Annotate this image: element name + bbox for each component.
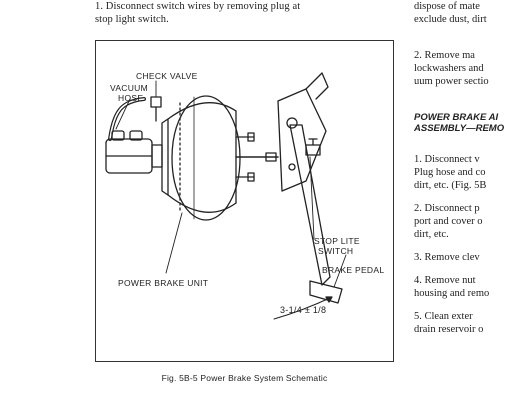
text-line: exclude dust, dirt bbox=[414, 14, 487, 25]
brake-pedal-pad bbox=[309, 280, 343, 304]
text-line: 1. Disconnect switch wires by removing p… bbox=[95, 1, 301, 12]
label-dimension: 3-1/4 ± 1/8 bbox=[280, 305, 327, 315]
text-line: uum power sectio bbox=[414, 76, 489, 87]
text-line: 4. Remove nut bbox=[414, 275, 476, 286]
brake-pedal-arm bbox=[289, 124, 331, 286]
booster-shell bbox=[171, 95, 241, 221]
text-line: 2. Remove ma bbox=[414, 50, 475, 61]
right-column-text: dispose of mate exclude dust, dirt 2. Re… bbox=[414, 0, 527, 336]
label-check-valve: CHECK VALVE bbox=[136, 71, 198, 81]
left-column-text: 1. Disconnect switch wires by removing p… bbox=[95, 0, 395, 26]
label-brake-pedal: BRAKE PEDAL bbox=[322, 265, 385, 275]
text-line: 5. Clean exter bbox=[414, 311, 473, 322]
text-line: dirt, etc. bbox=[414, 229, 449, 240]
pedal-bracket-shape bbox=[277, 88, 327, 192]
booster-front-ring bbox=[161, 118, 169, 196]
section-heading: ASSEMBLY—REMO bbox=[414, 123, 505, 134]
brake-schematic-drawing bbox=[105, 72, 347, 320]
text-line: port and cover o bbox=[414, 216, 483, 227]
figure-caption: Fig. 5B-5 Power Brake System Schematic bbox=[161, 373, 328, 383]
text-line: 3. Remove clev bbox=[414, 252, 480, 263]
figure-power-brake-schematic: CHECK VALVE VACUUM HOSE STOP LITE SWITCH… bbox=[95, 40, 394, 362]
label-switch: SWITCH bbox=[318, 246, 354, 256]
text-line: Plug hose and co bbox=[414, 167, 486, 178]
label-vacuum: VACUUM bbox=[110, 83, 149, 93]
label-stop-lite: STOP LITE bbox=[314, 236, 360, 246]
text-line: drain reservoir o bbox=[414, 324, 484, 335]
text-line: lockwashers and bbox=[414, 63, 484, 74]
text-line: dispose of mate bbox=[414, 1, 480, 12]
text-line: stop light switch. bbox=[95, 14, 169, 25]
text-line: 2. Disconnect p bbox=[414, 203, 480, 214]
section-heading: POWER BRAKE AI bbox=[414, 112, 499, 123]
label-hose: HOSE bbox=[118, 93, 144, 103]
text-line: 1. Disconnect v bbox=[414, 154, 480, 165]
text-line: dirt, etc. (Fig. 5B bbox=[414, 180, 487, 191]
label-power-brake-unit: POWER BRAKE UNIT bbox=[118, 278, 209, 288]
text-line: housing and remo bbox=[414, 288, 490, 299]
